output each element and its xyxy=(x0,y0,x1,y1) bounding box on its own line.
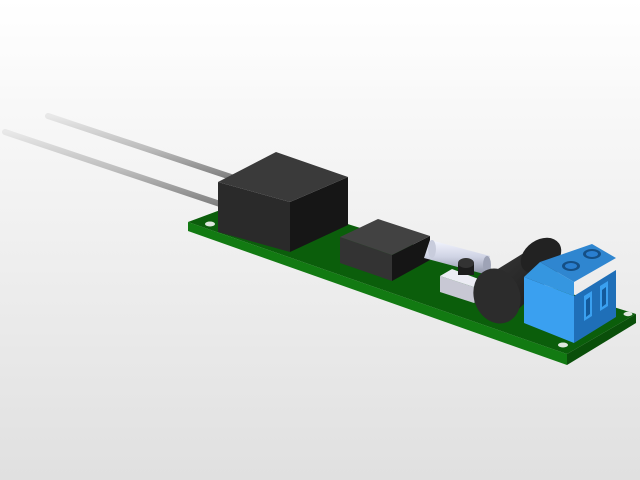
mounting-hole xyxy=(623,311,633,317)
screw-terminal xyxy=(524,244,616,343)
relay-block xyxy=(218,152,348,252)
ic-chip xyxy=(340,219,430,281)
wire-leads xyxy=(2,113,243,211)
mounting-hole xyxy=(205,221,215,227)
lead-pin-lower xyxy=(2,129,235,211)
mounting-hole xyxy=(558,342,568,348)
push-button-icon xyxy=(458,258,474,268)
electrolytic-capacitor xyxy=(473,237,566,324)
lead-pin-upper xyxy=(45,113,243,183)
